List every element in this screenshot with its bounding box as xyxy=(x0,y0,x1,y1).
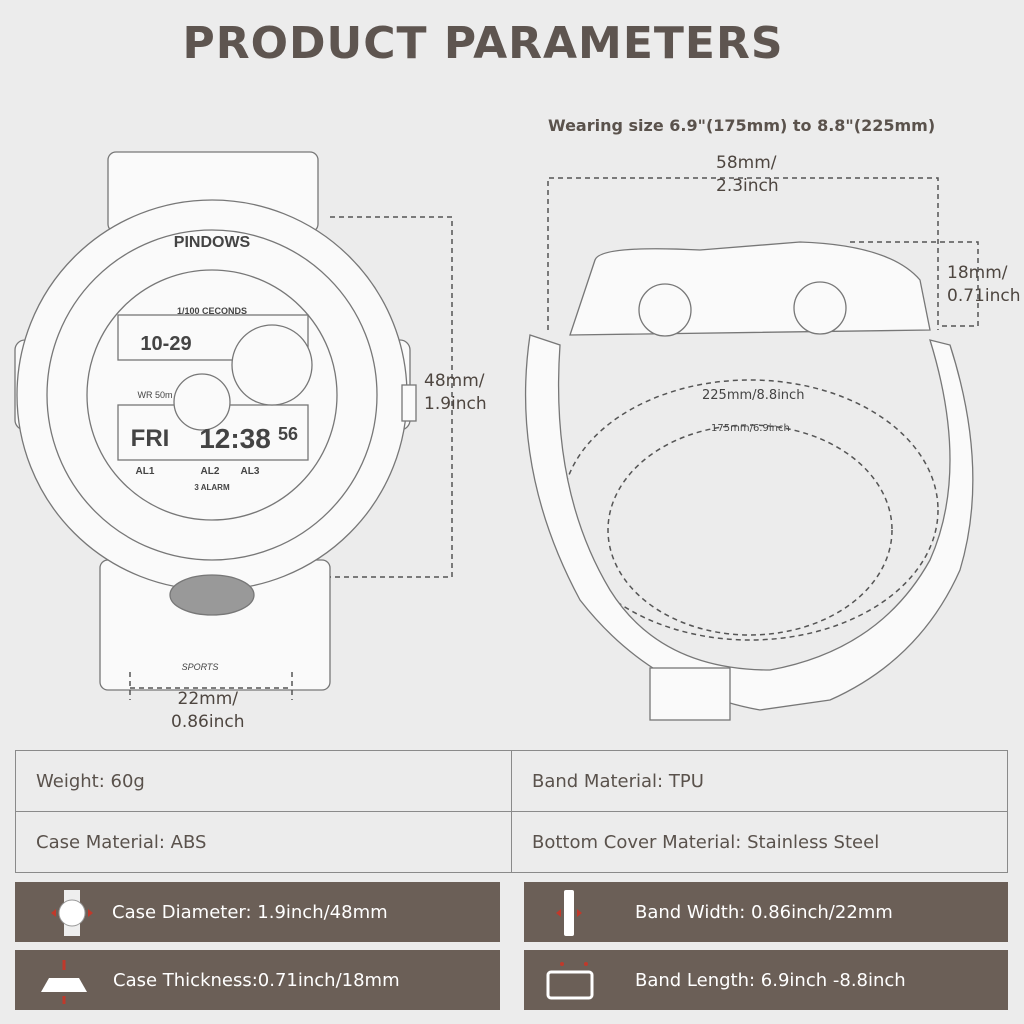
alarm-3: AL3 xyxy=(241,466,260,477)
watch-seconds: 56 xyxy=(278,424,298,444)
alarm-label: 3 ALARM xyxy=(194,483,230,492)
band-material-cell: Band Material: TPU xyxy=(511,750,1008,812)
length-label: 58mm/2.3inch xyxy=(716,153,779,196)
watch-side-illustration xyxy=(524,177,979,721)
watch-subtext: 1/100 CECONDS xyxy=(177,306,247,316)
watch-front-icon xyxy=(51,890,93,936)
diameter-label: 48mm/1.9inch xyxy=(424,371,487,414)
bar-label: Case Diameter: 1.9inch/48mm xyxy=(112,901,388,923)
bar-label: Band Width: 0.86inch/22mm xyxy=(635,901,893,923)
bar-label: Band Length: 6.9inch -8.8inch xyxy=(635,969,906,991)
case-diameter-bar: Case Diameter: 1.9inch/48mm xyxy=(15,882,500,942)
sports-text: SPORTS xyxy=(182,662,219,672)
weight-cell: Weight: 60g xyxy=(15,750,512,812)
min-circumference-label: 175mm/6.9inch xyxy=(711,423,790,434)
band-length-bar: Band Length: 6.9inch -8.8inch xyxy=(524,950,1008,1010)
buckle-icon xyxy=(546,962,594,1000)
case-thickness-bar: Case Thickness:0.71inch/18mm xyxy=(15,950,500,1010)
watch-date: 10-29 xyxy=(140,333,191,355)
brand-text: PINDOWS xyxy=(174,234,251,251)
band-width-label: 22mm/0.86inch xyxy=(171,689,245,732)
alarm-1: AL1 xyxy=(136,466,155,477)
page-title: PRODUCT PARAMETERS xyxy=(182,18,784,69)
bottom-cover-cell: Bottom Cover Material: Stainless Steel xyxy=(511,811,1008,873)
wearing-size: Wearing size 6.9"(175mm) to 8.8"(225mm) xyxy=(548,116,936,135)
thickness-label: 18mm/0.71inch xyxy=(947,263,1021,306)
band-width-bar: Band Width: 0.86inch/22mm xyxy=(524,882,1008,942)
watch-side-icon xyxy=(41,960,87,1004)
watch-time: 12:38 xyxy=(199,423,271,454)
alarm-2: AL2 xyxy=(201,466,220,477)
watch-day: FRI xyxy=(131,425,170,452)
case-material-cell: Case Material: ABS xyxy=(15,811,512,873)
bar-label: Case Thickness:0.71inch/18mm xyxy=(113,969,400,991)
watch-wr: WR 50m xyxy=(137,390,172,400)
max-circumference-label: 225mm/8.8inch xyxy=(702,388,805,403)
strap-icon xyxy=(556,890,582,936)
watch-front-illustration: PINDOWS 1/100 CECONDS 10-29 WR 50m FRI 1… xyxy=(14,151,453,700)
